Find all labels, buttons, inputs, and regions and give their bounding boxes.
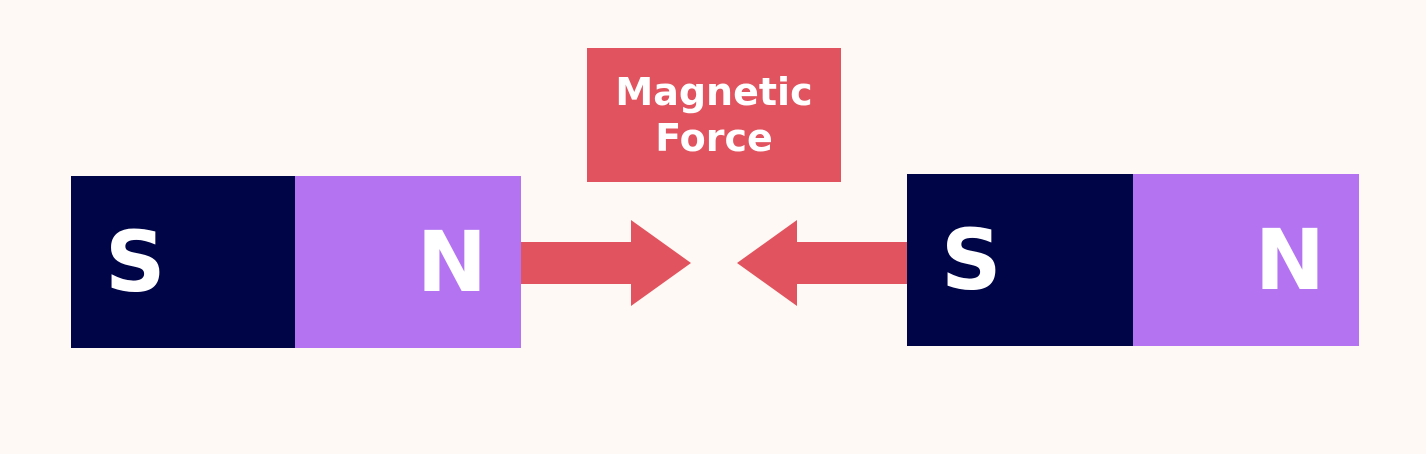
- label-line-2: Force: [655, 116, 773, 160]
- south-label: S: [941, 211, 1002, 309]
- left-magnet-north-pole: N: [295, 176, 521, 348]
- right-magnet-south-pole: S: [907, 174, 1133, 346]
- right-magnet-north-pole: N: [1133, 174, 1359, 346]
- south-label: S: [105, 213, 166, 311]
- label-line-1: Magnetic: [615, 70, 813, 114]
- left-magnet-south-pole: S: [71, 176, 295, 348]
- north-label: N: [416, 213, 487, 311]
- left-arrow-icon: [737, 220, 907, 306]
- right-arrow-icon: [521, 220, 691, 306]
- north-label: N: [1254, 211, 1325, 309]
- magnetic-force-label: Magnetic Force: [587, 48, 841, 182]
